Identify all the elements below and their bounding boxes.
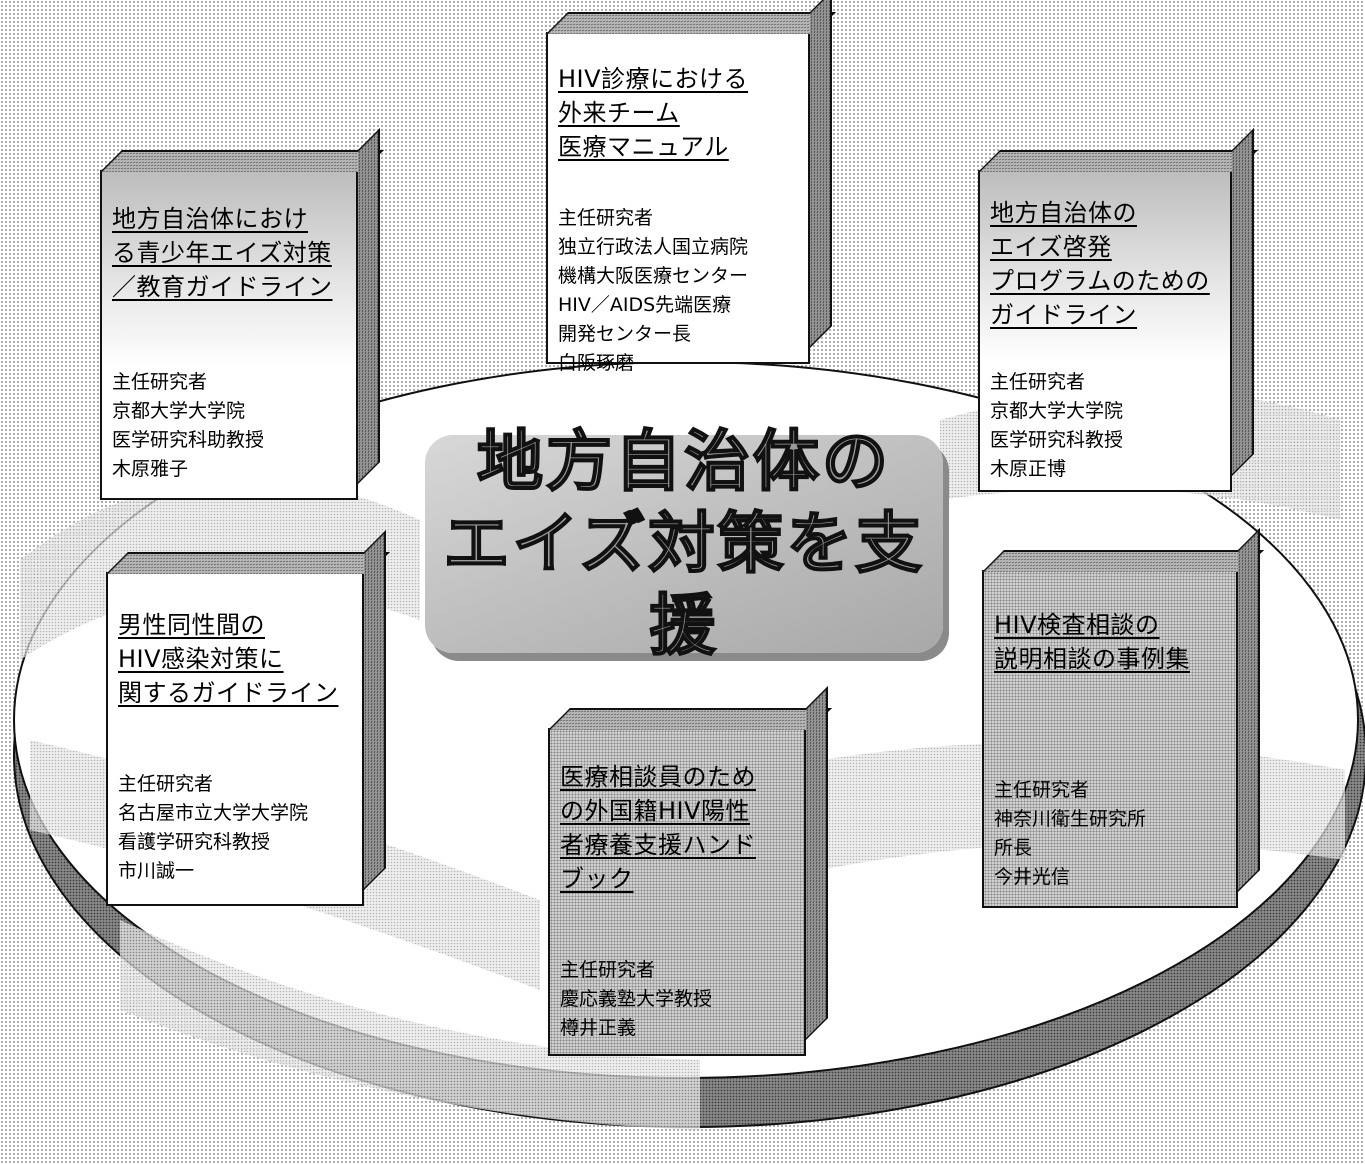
- book-title: 医療相談員のため の外国籍HIV陽性 者療養支援ハンド ブック: [560, 763, 756, 893]
- book-title: 男性同性間の HIV感染対策に 関するガイドライン: [118, 611, 339, 707]
- center-banner: 地方自治体の エイズ対策を支援: [425, 422, 943, 665]
- book-author: 主任研究者 京都大学大学院 医学研究科教授 木原正博: [990, 371, 1124, 480]
- book-outpatient-manual: HIV診療における 外来チーム 医療マニュアル 主任研究者 独立行政法人国立病院…: [546, 0, 836, 374]
- platform-shadow-bottom: [120, 920, 700, 1130]
- book-title: HIV検査相談の 説明相談の事例集: [994, 611, 1190, 673]
- book-title: 地方自治体におけ る青少年エイズ対策 ／教育ガイドライン: [112, 205, 333, 301]
- book-awareness-guideline: 地方自治体の エイズ啓発 プログラムのための ガイドライン 主任研究者 京都大学…: [978, 128, 1258, 492]
- book-author: 主任研究者 慶応義塾大学教授 樽井正義: [560, 959, 713, 1039]
- book-author: 主任研究者 名古屋市立大学大学院 看護学研究科教授 市川誠一: [118, 773, 309, 882]
- book-testing-casebook: HIV検査相談の 説明相談の事例集 主任研究者 神奈川衛生研究所 所長 今井光信: [982, 528, 1264, 908]
- book-title: 地方自治体の エイズ啓発 プログラムのための ガイドライン: [990, 199, 1210, 329]
- book-title: HIV診療における 外来チーム 医療マニュアル: [558, 65, 749, 161]
- book-author: 主任研究者 独立行政法人国立病院 機構大阪医療センター HIV／AIDS先端医療…: [558, 207, 749, 374]
- center-banner-text: 地方自治体の エイズ対策を支援: [442, 422, 925, 665]
- book-youth-guideline: 地方自治体におけ る青少年エイズ対策 ／教育ガイドライン 主任研究者 京都大学大…: [100, 128, 384, 500]
- book-msm-guideline: 男性同性間の HIV感染対策に 関するガイドライン 主任研究者 名古屋市立大学大…: [106, 530, 390, 906]
- book-author: 主任研究者 京都大学大学院 医学研究科助教授 木原雅子: [112, 371, 265, 480]
- book-author: 主任研究者 神奈川衛生研究所 所長 今井光信: [994, 779, 1147, 888]
- book-foreign-patient-handbook: 医療相談員のため の外国籍HIV陽性 者療養支援ハンド ブック 主任研究者 慶応…: [548, 686, 832, 1056]
